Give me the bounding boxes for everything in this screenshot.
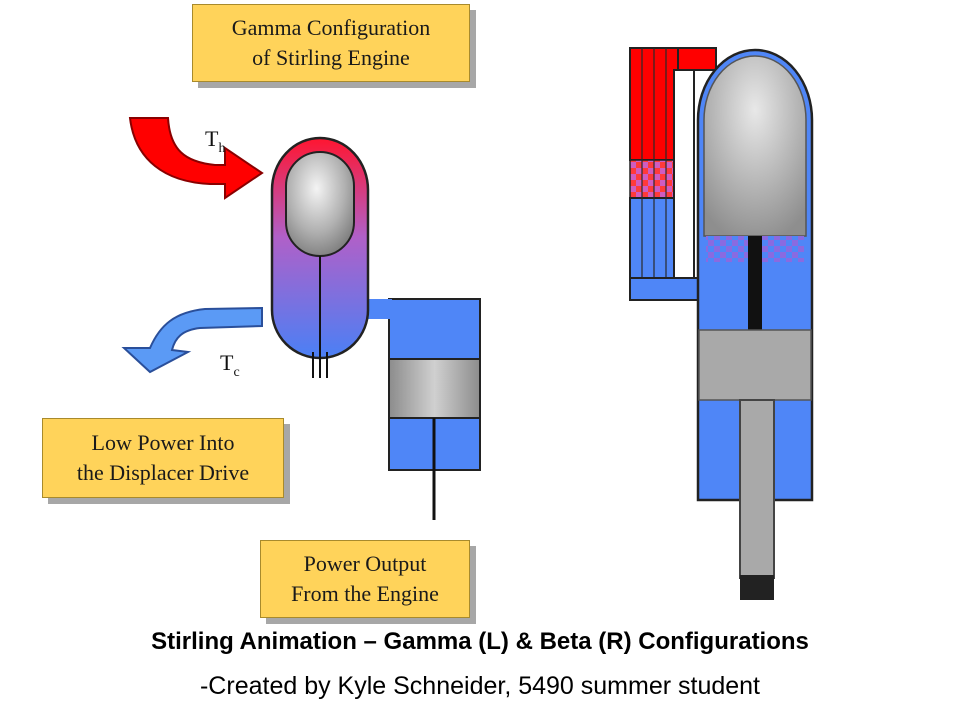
beta-power-piston xyxy=(698,329,812,401)
gamma-title-label: Gamma Configuration of Stirling Engine xyxy=(192,4,470,82)
displacer-rod xyxy=(748,236,762,330)
caption-subtitle: -Created by Kyle Schneider, 5490 summer … xyxy=(199,672,761,700)
power-cylinder-top xyxy=(388,298,481,360)
displacer xyxy=(285,151,355,257)
hot-temperature-symbol: Th xyxy=(205,126,225,156)
beta-engine xyxy=(629,47,814,600)
beta-piston-rod xyxy=(739,399,775,579)
beta-displacer xyxy=(703,55,807,237)
caption-title: Stirling Animation – Gamma (L) & Beta (R… xyxy=(151,628,809,655)
power-output-label: Power Output From the Engine xyxy=(260,540,470,618)
cold-arrow-icon xyxy=(121,306,263,374)
power-piston xyxy=(388,358,481,419)
gamma-engine: Th Tc xyxy=(121,117,481,520)
cold-temperature-symbol: Tc xyxy=(220,350,240,380)
low-power-label: Low Power Into the Displacer Drive xyxy=(42,418,284,498)
hot-arrow-icon xyxy=(128,117,264,200)
